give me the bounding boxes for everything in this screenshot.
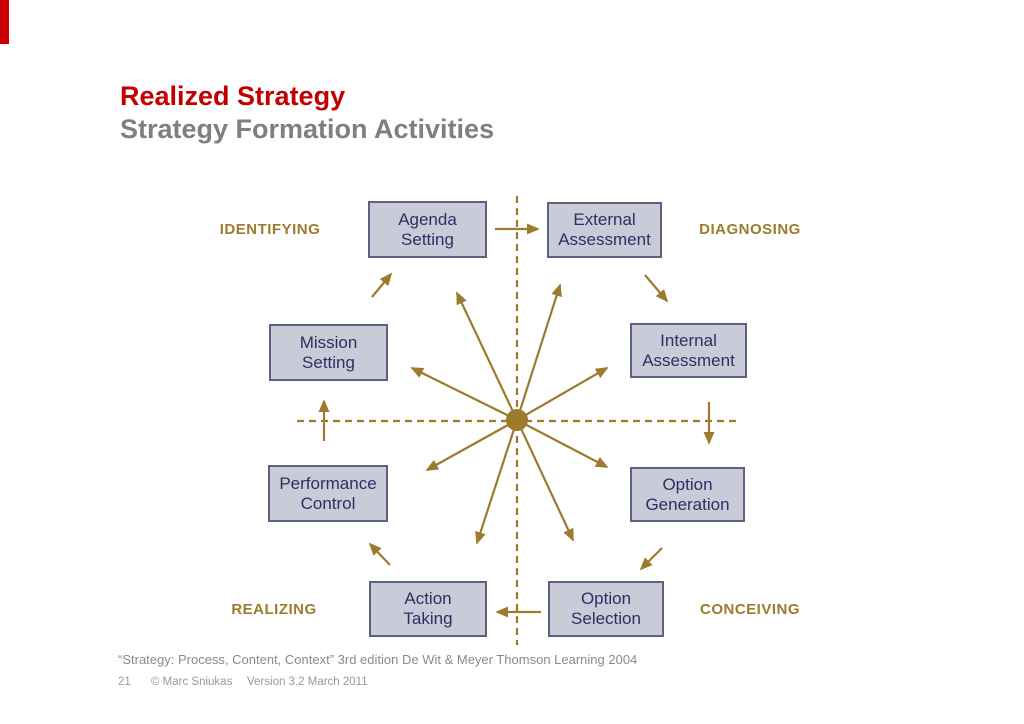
activity-box-mission-setting: Mission Setting [269,324,388,381]
box-label-line: Control [300,493,356,513]
activity-box-agenda-setting: Agenda Setting [368,201,487,258]
box-label-line: Agenda [398,209,457,229]
phase-label-diagnosing: DIAGNOSING [699,221,801,238]
radial-arrow-lower-right [516,419,574,542]
radial-arrow-right-up [516,367,609,421]
radial-arrow-upper-left [456,291,518,421]
radial-arrows [410,283,609,545]
box-label-line: Option [580,589,632,608]
radial-arrow-left-up [410,367,518,421]
box-label-line: Setting [302,352,355,372]
box-label-line: Assessment [642,350,735,370]
flow-arrows [318,223,715,618]
page-number: 21 [118,676,131,688]
box-label-line: Performance [279,473,377,493]
activity-box-performance-control: Performance Control [268,465,388,522]
radial-arrow-lower-left [475,419,519,545]
activity-box-option-generation: Option Generation [630,467,745,522]
slide-accent-bar [0,0,9,44]
flow-arrow-mission-setting-to-agenda-setting [371,272,393,298]
box-label-line: Selection [571,609,641,628]
radial-arrow-right-down [516,419,609,468]
box-label-line: Option [662,474,713,494]
activity-box-action-taking: Action Taking [369,581,487,637]
radial-arrow-upper-right [515,283,562,421]
box-label-line: Taking [403,609,453,628]
source-citation: “Strategy: Process, Content, Context” 3r… [118,652,638,667]
box-label-line: Assessment [558,230,651,249]
title-block: Realized Strategy Strategy Formation Act… [120,80,494,146]
flow-arrow-option-generation-to-option-selection [639,547,663,571]
flow-arrow-external-to-internal [644,274,669,303]
radial-arrow-left-down [425,419,518,471]
activity-box-external-assessment: External Assessment [547,202,662,258]
box-label-line: External [573,210,636,229]
box-label-line: Setting [401,229,454,249]
box-label-line: Internal [660,330,717,350]
phase-label-identifying: IDENTIFYING [219,221,321,238]
box-label-line: Action [404,589,452,608]
box-label-line: Generation [645,494,730,514]
version: Version 3.2 March 2011 [247,676,368,688]
box-label-line: Mission [299,332,358,352]
activity-box-option-selection: Option Selection [548,581,664,637]
flow-arrow-action-taking-to-performance-control [368,542,391,566]
hub-dot [506,409,528,431]
slide-subtitle: Strategy Formation Activities [120,114,495,144]
copyright: © Marc Sniukas [151,676,233,688]
activity-box-internal-assessment: Internal Assessment [630,323,747,378]
slide-title: Realized Strategy [120,81,346,111]
phase-label-conceiving: CONCEIVING [699,601,800,618]
phase-label-realizing: REALIZING [231,601,317,618]
